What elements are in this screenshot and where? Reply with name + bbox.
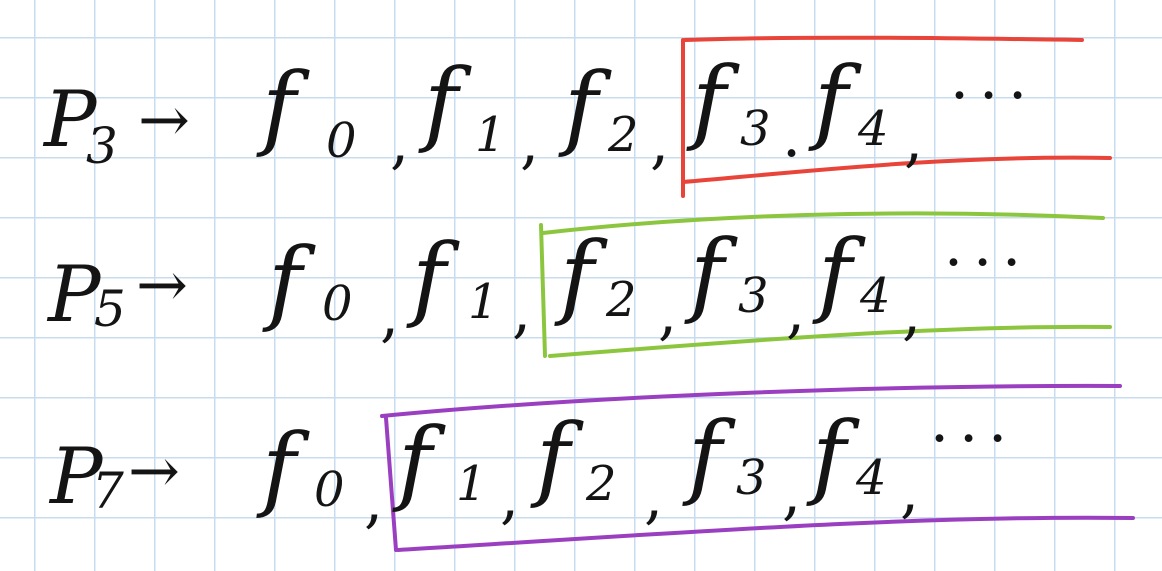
- term-subscript: 0: [314, 462, 345, 518]
- term-f: f: [814, 47, 849, 154]
- arrow-icon: →: [138, 83, 190, 156]
- ellipsis: ···: [950, 61, 1038, 131]
- term-subscript: 4: [860, 268, 891, 324]
- term-separator: ,: [904, 105, 924, 175]
- term-f: f: [812, 402, 847, 509]
- term-subscript: 3: [738, 268, 769, 324]
- term-separator: .: [782, 101, 802, 171]
- row-label-subscript: 3: [86, 117, 118, 175]
- term-separator: ,: [650, 107, 670, 177]
- term-f: f: [424, 49, 459, 156]
- term-separator: ,: [782, 458, 802, 528]
- term-f: f: [564, 53, 599, 160]
- term-subscript: 2: [606, 272, 637, 328]
- arrow-icon: →: [136, 248, 188, 321]
- term-f: f: [268, 228, 303, 335]
- term-separator: ,: [786, 276, 806, 346]
- term-subscript: 2: [608, 107, 639, 163]
- term-separator: ,: [902, 278, 922, 348]
- term-separator: ,: [900, 456, 920, 526]
- term-f: f: [262, 53, 297, 160]
- term-subscript: 4: [856, 450, 887, 506]
- term-separator: ,: [644, 462, 664, 532]
- row-label: P: [44, 75, 97, 165]
- row-p5: P 5 → f 0 , f 1 , f 2 , f 3 , f 4 , ···: [0, 220, 1162, 378]
- ellipsis: ···: [944, 228, 1032, 298]
- term-separator: ,: [658, 278, 678, 348]
- term-f: f: [818, 220, 853, 327]
- term-f: f: [412, 224, 447, 331]
- row-p3: P 3 → f 0 , f 1 , f 2 , f 3 . f 4 , ···: [0, 47, 1162, 205]
- term-separator: ,: [364, 466, 384, 536]
- term-subscript: 0: [326, 113, 357, 169]
- row-label: P: [48, 250, 101, 340]
- term-f: f: [688, 402, 723, 509]
- term-subscript: 1: [468, 274, 499, 330]
- term-f: f: [398, 408, 433, 515]
- term-subscript: 3: [740, 101, 771, 157]
- term-f: f: [560, 222, 595, 329]
- term-f: f: [536, 404, 571, 511]
- row-label-subscript: 5: [94, 280, 126, 338]
- row-p7: P 7 → f 0 , f 1 , f 2 , f 3 , f 4 , ···: [0, 402, 1162, 560]
- term-f: f: [692, 47, 727, 154]
- term-separator: ,: [520, 107, 540, 177]
- term-subscript: 3: [736, 450, 767, 506]
- term-f: f: [262, 414, 297, 521]
- term-subscript: 1: [456, 456, 487, 512]
- term-separator: ,: [500, 462, 520, 532]
- term-subscript: 0: [322, 276, 353, 332]
- term-subscript: 1: [475, 107, 506, 163]
- term-subscript: 2: [586, 456, 617, 512]
- term-f: f: [690, 220, 725, 327]
- term-separator: ,: [390, 107, 410, 177]
- row-label-subscript: 7: [92, 462, 124, 520]
- ellipsis: ···: [930, 404, 1018, 474]
- row-label: P: [50, 432, 103, 522]
- term-separator: ,: [512, 276, 532, 346]
- term-separator: ,: [380, 280, 400, 350]
- term-subscript: 4: [858, 101, 889, 157]
- arrow-icon: →: [128, 434, 180, 507]
